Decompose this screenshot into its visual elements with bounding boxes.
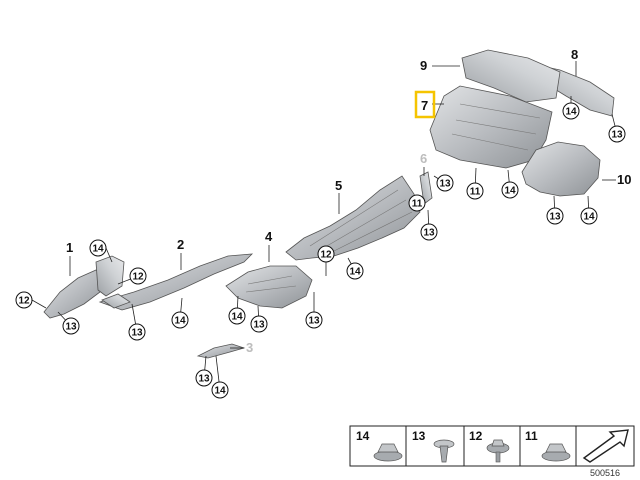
part-callouts: 1 2 3 4 5 6 7 8 9 10 <box>66 47 631 355</box>
ref-circle[interactable]: 13 <box>546 207 564 225</box>
ref-circle-label: 14 <box>504 186 516 197</box>
legend-item-screw[interactable]: 13 <box>412 429 455 463</box>
hex-nut-icon <box>541 443 571 462</box>
ref-circle-label: 14 <box>583 212 595 223</box>
ref-circle[interactable]: 14 <box>228 307 246 325</box>
ref-circle-label: 13 <box>131 328 143 339</box>
legend-item-nut[interactable]: 14 <box>356 429 403 462</box>
ref-circle[interactable]: 14 <box>89 239 107 257</box>
ref-circle[interactable]: 12 <box>317 245 335 263</box>
part-4-heat-shield[interactable] <box>225 265 313 309</box>
ref-circle-label: 13 <box>65 322 77 333</box>
ref-circle-label: 14 <box>349 267 361 278</box>
document-number: 500516 <box>590 468 620 478</box>
legend-item-hex-nut[interactable]: 11 <box>525 429 571 462</box>
ref-circle[interactable]: 13 <box>62 317 80 335</box>
ref-circle-label: 13 <box>549 212 561 223</box>
part-9-heat-shield-plate[interactable] <box>461 49 561 103</box>
ref-circle[interactable]: 12 <box>15 291 33 309</box>
ref-circle[interactable]: 13 <box>436 174 454 192</box>
ref-circle[interactable]: 13 <box>250 315 268 333</box>
legend-label-14: 14 <box>356 429 370 443</box>
leader-lines <box>31 61 618 391</box>
callout-part-4: 4 <box>265 229 273 244</box>
part-2-heat-shield[interactable] <box>98 253 254 311</box>
part-1-heat-shield[interactable] <box>43 255 125 319</box>
screw-icon <box>433 439 455 463</box>
legend-label-11: 11 <box>525 429 538 443</box>
part-6-clip[interactable] <box>419 171 433 205</box>
part-5-tunnel-heat-shield[interactable] <box>285 175 421 261</box>
ref-circle-label: 14 <box>214 386 226 397</box>
flange-nut-icon <box>373 443 403 462</box>
ref-circle-label: 11 <box>470 187 481 198</box>
callout-part-3: 3 <box>246 340 253 355</box>
fastener-legend: 14 13 12 11 <box>349 425 635 467</box>
callout-part-8: 8 <box>571 47 578 62</box>
ref-circle-label: 14 <box>174 316 186 327</box>
ref-circle[interactable]: 14 <box>171 311 189 329</box>
fastener-circles: 14 12 12 13 13 14 14 13 12 14 13 13 11 1… <box>15 102 626 399</box>
ref-circle-label: 12 <box>132 272 144 283</box>
ref-circle[interactable]: 14 <box>580 207 598 225</box>
ref-circle-label: 13 <box>198 374 210 385</box>
ref-circle-label: 11 <box>412 199 423 210</box>
callout-part-5: 5 <box>335 178 342 193</box>
callout-part-9: 9 <box>420 58 427 73</box>
legend-item-bolt[interactable]: 12 <box>469 429 510 463</box>
callout-part-7: 7 <box>421 98 428 113</box>
ref-circle[interactable]: 11 <box>466 182 484 200</box>
ref-circle[interactable]: 14 <box>501 181 519 199</box>
ref-circle-label: 13 <box>439 179 451 190</box>
ref-circle[interactable]: 14 <box>346 262 364 280</box>
callout-part-6: 6 <box>420 151 427 166</box>
legend-label-13: 13 <box>412 429 426 443</box>
part-3-bracket[interactable] <box>196 343 246 359</box>
ref-circle[interactable]: 11 <box>408 194 426 212</box>
ref-circle[interactable]: 13 <box>608 125 626 143</box>
ref-circle-label: 13 <box>253 320 265 331</box>
ref-circle-label: 12 <box>320 250 332 261</box>
ref-circle[interactable]: 13 <box>305 311 323 329</box>
ref-circle-label: 13 <box>423 228 435 239</box>
ref-circle-label: 14 <box>565 107 577 118</box>
callout-part-10: 10 <box>617 172 631 187</box>
collar-bolt-icon <box>486 439 510 463</box>
ref-circle-label: 12 <box>18 296 30 307</box>
callout-7-highlight-box <box>414 90 436 119</box>
ref-circle-label: 13 <box>611 130 623 141</box>
callout-part-2: 2 <box>177 237 184 252</box>
part-7-rear-heat-shield[interactable] <box>429 85 553 169</box>
ref-circle-label: 14 <box>231 312 243 323</box>
ref-circle-label: 14 <box>92 244 104 255</box>
callout-part-1: 1 <box>66 240 73 255</box>
ref-circle[interactable]: 12 <box>129 267 147 285</box>
ref-circle[interactable]: 13 <box>195 369 213 387</box>
arrow-direction-icon[interactable] <box>582 429 629 463</box>
ref-circle[interactable]: 14 <box>211 381 229 399</box>
ref-circle[interactable]: 13 <box>420 223 438 241</box>
ref-circle[interactable]: 14 <box>562 102 580 120</box>
legend-label-12: 12 <box>469 429 483 443</box>
ref-circle-label: 13 <box>308 316 320 327</box>
ref-circle[interactable]: 13 <box>128 323 146 341</box>
part-10-heat-shield[interactable] <box>521 141 601 197</box>
